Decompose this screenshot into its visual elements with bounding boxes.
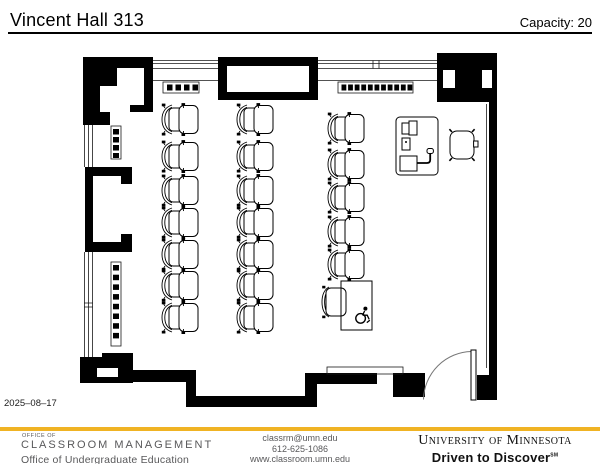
wall-right (489, 102, 497, 375)
instructor-chair (448, 128, 479, 162)
door-leaf (470, 349, 477, 401)
tablet-chair-c3-r5 (327, 247, 365, 282)
wall-top-cabinet (218, 57, 318, 100)
footer-office-of: OFFICE OF (22, 433, 56, 439)
gold-divider-bar (0, 427, 600, 431)
tablet-chair-c3-r2 (327, 147, 365, 182)
tagline-service-mark: SM (550, 452, 559, 459)
radiator-top-left (162, 81, 200, 94)
tablet-chair-c1-r4 (161, 205, 199, 240)
tablet-chair-c2-r2 (236, 139, 274, 174)
footer-brand-block: University of Minnesota Driven to Discov… (415, 433, 575, 464)
wall-bottom-right-corner (477, 375, 497, 400)
radiator-left-lower (110, 261, 122, 347)
tablet-chair-c3-r3 (327, 180, 365, 215)
accessible-table (340, 280, 373, 331)
tablet-chair-c1-r1 (161, 102, 199, 137)
wall-bottom-left-corner (80, 353, 133, 383)
floorplan-svg (80, 53, 497, 407)
wall-top-right-pier (437, 53, 497, 102)
radiator-top-right (337, 81, 414, 94)
tablet-chair-c2-r4 (236, 205, 274, 240)
wheelchair-icon (355, 305, 371, 324)
instructor-layer (395, 116, 479, 176)
tablet-chair-c1-r2 (161, 139, 199, 174)
tablet-chair-c2-r5 (236, 237, 274, 272)
tablet-chair-c1-r6 (161, 268, 199, 303)
tablet-chair-c2-r7 (236, 300, 274, 335)
tablet-chair-c1-r5 (161, 237, 199, 272)
tablet-chair-c1-r3 (161, 173, 199, 208)
window-lines (84, 60, 487, 368)
tablet-chair-c2-r1 (236, 102, 274, 137)
door-swing-arc (423, 351, 472, 400)
radiator-left-upper (110, 125, 122, 160)
footer-office-block: OFFICE OF CLASSROOM MANAGEMENT Office of… (21, 433, 213, 464)
university-tagline: Driven to DiscoverSM (431, 450, 559, 464)
plan-date: 2025–08–17 (4, 398, 57, 409)
wall-top-left-pier (83, 57, 153, 125)
wall-left-pier (85, 167, 132, 252)
footer-division: Office of Undergraduate Education (21, 454, 190, 464)
tablet-chair-c1-r7 (161, 300, 199, 335)
footer-website: www.classroom.umn.edu (249, 454, 351, 464)
tablet-chair-c2-r3 (236, 173, 274, 208)
tablet-chair-c3-r1 (327, 111, 365, 146)
walls (80, 53, 497, 407)
footer-phone: 612-625-1086 (271, 443, 329, 454)
university-wordmark: University of Minnesota (418, 433, 572, 448)
door (423, 349, 477, 401)
header-rule (8, 32, 592, 34)
accessible-layer (321, 280, 373, 331)
tablet-chair-c3-r4 (327, 214, 365, 249)
instructor-desk (395, 116, 439, 176)
page-title: Vincent Hall 313 (10, 10, 144, 30)
wall-shelf (326, 366, 404, 375)
wall-bottom-bay (186, 396, 317, 407)
footer-email: classrm@umn.edu (262, 433, 338, 443)
wall-door-jamb (393, 373, 425, 397)
accessible-chair (321, 285, 347, 319)
footer-department: CLASSROOM MANAGEMENT (21, 439, 214, 451)
footer-contact-block: classrm@umn.edu 612-625-1086 www.classro… (230, 433, 370, 464)
tablet-chair-c2-r6 (236, 268, 274, 303)
capacity-label: Capacity: 20 (519, 15, 592, 30)
radiators (110, 81, 414, 347)
